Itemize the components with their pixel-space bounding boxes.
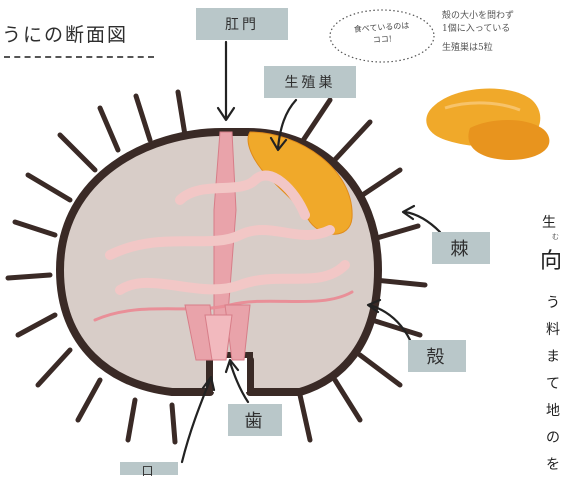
label-gonad: 生殖巣 <box>264 66 356 98</box>
gonad-note: 殻の大小を問わず 1個に入っている 生殖巣は5粒 <box>442 10 514 55</box>
note-line-2: 1個に入っている <box>442 23 514 36</box>
label-anus: 肛門 <box>196 8 288 40</box>
urchin-gonad-icon <box>426 89 549 160</box>
sidebar-heading-2: 向 <box>540 243 562 275</box>
note-line-3: 生殖巣は5粒 <box>442 42 514 55</box>
arrow-icon <box>218 42 234 120</box>
label-shell: 殻 <box>408 340 466 372</box>
sidebar-ruby: む <box>552 232 559 242</box>
note-line-1: 殻の大小を問わず <box>442 10 514 23</box>
label-mouth: 口 <box>120 462 178 475</box>
sidebar-body-text: う 料 ま て 地 の を <box>546 290 564 479</box>
label-spine: 棘 <box>432 232 490 264</box>
label-tooth: 歯 <box>228 404 282 436</box>
sidebar-heading: 生 <box>542 212 556 232</box>
